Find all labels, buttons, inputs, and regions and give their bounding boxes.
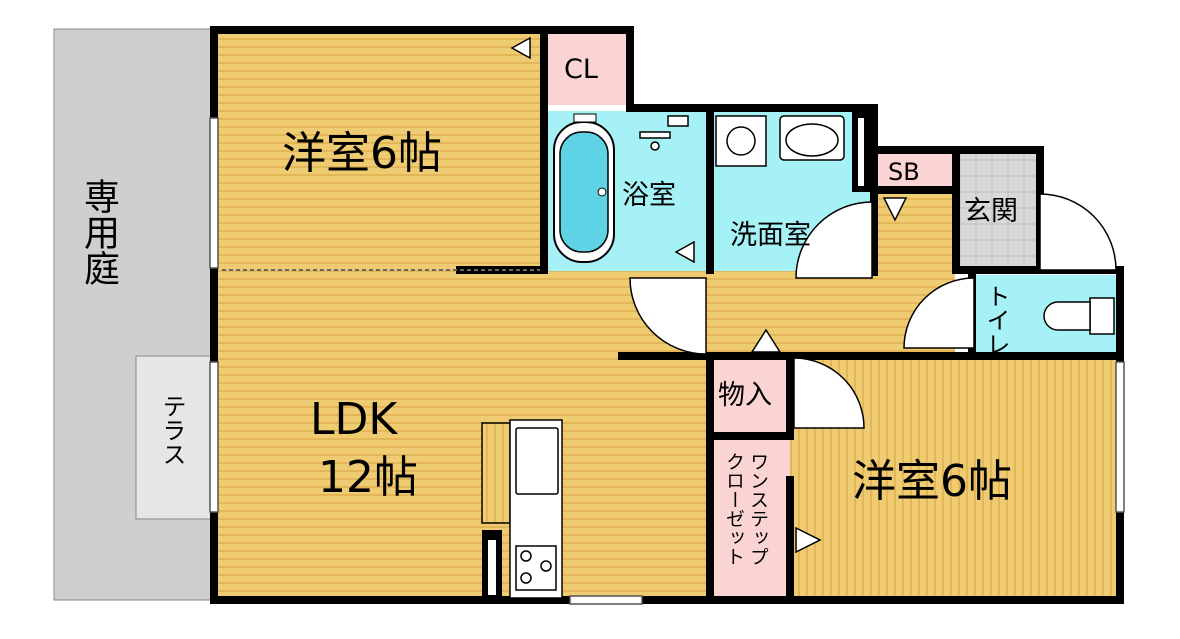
walk-closet-label-2: クローゼット xyxy=(723,452,745,566)
closet-area xyxy=(545,30,627,105)
storage-area xyxy=(714,356,790,434)
bath-label: 浴室 xyxy=(622,180,676,211)
entrance-area xyxy=(958,154,1036,268)
washroom-label: 洗面室 xyxy=(730,220,811,251)
ldk-size-label: 12帖 xyxy=(318,452,418,503)
closet-label: CL xyxy=(564,54,598,85)
terrace-label: テラス xyxy=(158,394,186,466)
walk-closet-area xyxy=(714,440,790,600)
entrance-label: 玄関 xyxy=(964,196,1018,227)
shoebox-label: SB xyxy=(888,158,920,186)
toilet-label: トイレ xyxy=(982,284,1010,356)
kitchen-counter-strip xyxy=(481,422,511,524)
ldk-label: LDK xyxy=(310,394,398,445)
door-swings xyxy=(629,193,1117,429)
yard-label: 専用庭 xyxy=(78,178,119,286)
hall-floor-upper xyxy=(870,190,955,275)
toilet-fixture xyxy=(1043,297,1115,335)
western-room-top-floor xyxy=(214,30,544,270)
terrace-area xyxy=(135,355,215,520)
storage-label: 物入 xyxy=(718,380,772,411)
wall-pillar-bottom-inner xyxy=(488,540,496,595)
windows xyxy=(209,117,1125,605)
wall-pillar-inner xyxy=(858,118,864,186)
walk-closet-label-1: ワンステップ xyxy=(747,452,769,566)
shoebox-area xyxy=(874,154,952,190)
western-room-bottom-label: 洋室6帖 xyxy=(852,456,1012,507)
kitchen-fixtures xyxy=(509,419,563,599)
ldk-floor xyxy=(214,270,714,600)
door-arrows xyxy=(510,36,908,554)
bathtub xyxy=(553,113,615,263)
western-room-top-label: 洋室6帖 xyxy=(282,128,442,179)
bath-fixtures xyxy=(639,115,845,167)
